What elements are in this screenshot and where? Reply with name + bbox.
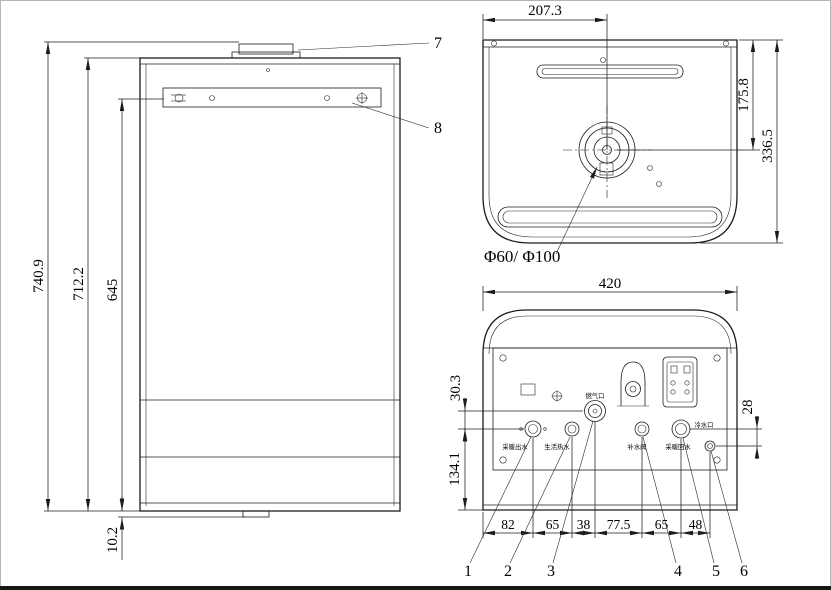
rear-screw: [647, 165, 653, 171]
bottom-view-dimensions: 420 30.3 134.1 28: [447, 276, 762, 538]
dim-flue-y: 175.8: [736, 78, 752, 112]
corner-screw: [723, 40, 729, 47]
dim-spacing-6: 48: [689, 517, 703, 532]
callout-1: 1: [464, 563, 472, 580]
leader-line-3: [552, 420, 594, 564]
leader-line-flue: [297, 42, 430, 51]
rating-label-plate: [520, 383, 536, 396]
callout-3: 3: [547, 563, 555, 580]
dim-spacing-1: 82: [501, 517, 515, 532]
leader-line-5: [682, 437, 715, 564]
bottom-view-callouts: 1 2 3 4 5 6: [464, 420, 748, 580]
callout-7: 7: [434, 35, 442, 52]
callout-4: 4: [674, 563, 682, 580]
terminal-block: [662, 356, 698, 408]
dim-bracket-height: 645: [105, 279, 121, 302]
dim-spacing-3: 38: [577, 517, 591, 532]
dhw-outlet-label: 生活热水: [544, 442, 570, 451]
callout-8: 8: [434, 120, 442, 137]
front-view-dimensions: 740.9 712.2 645 10.2: [31, 41, 245, 560]
front-handle-slot: [497, 206, 723, 228]
dim-cold-offset: 28: [740, 400, 756, 415]
dim-width: 420: [599, 276, 622, 292]
wall-bracket: [162, 87, 382, 108]
rear-hole: [600, 57, 606, 63]
panel-screw: [713, 354, 721, 362]
rear-vent-slot: [536, 64, 684, 79]
dim-flue-x: 207.3: [528, 3, 562, 19]
port-spacing-extension-lines: [482, 422, 711, 538]
leader-line-flue-diameter: [555, 166, 598, 255]
filling-valve-label: 补水阀: [628, 442, 647, 451]
leader-line-1: [469, 436, 532, 564]
front-view-callouts: 7 8: [297, 35, 442, 137]
callout-2: 2: [504, 563, 512, 580]
panel-seams: [140, 399, 400, 504]
dim-depth: 336.5: [760, 129, 776, 163]
heating-return-port: [671, 419, 691, 439]
front-view: [139, 43, 401, 518]
leader-line-4: [642, 436, 677, 564]
flue-diameter-label: Φ60/ Φ100: [484, 247, 560, 266]
pressure-gauge-dome: [617, 361, 649, 407]
heating-return-label: 采暖回水: [665, 442, 691, 451]
corner-screw: [491, 40, 497, 47]
front-view-outline: [139, 57, 401, 512]
panel-screw: [713, 456, 721, 464]
leader-line-2: [509, 436, 571, 564]
foot-tab: [242, 510, 270, 518]
top-view-dimensions: 207.3 175.8 336.5 Φ60/ Φ100: [482, 3, 783, 266]
heating-outlet-port: [519, 420, 547, 438]
connection-panel: [492, 347, 728, 471]
bottom-view: 燃气口: [482, 309, 738, 511]
gas-inlet-label: 燃气口: [586, 391, 605, 400]
dim-spacing-2: 65: [546, 517, 560, 532]
gas-inlet-port: [584, 400, 606, 422]
dim-foot-height: 10.2: [105, 527, 121, 553]
top-view: [482, 39, 738, 244]
dim-overall-height: 740.9: [31, 259, 47, 293]
dim-ports-depth: 134.1: [447, 452, 463, 486]
dhw-outlet-port: [564, 421, 580, 437]
leader-line-bracket: [351, 102, 430, 129]
cold-inlet-port: [704, 440, 716, 452]
heating-outlet-label: 采暖出水: [502, 442, 528, 451]
panel-screw: [499, 456, 507, 464]
dim-body-height: 712.2: [71, 267, 87, 301]
top-panel-hole: [266, 68, 270, 72]
rear-screw: [656, 181, 662, 187]
cold-inlet-label: 冷水口: [695, 420, 714, 429]
callout-6: 6: [740, 563, 748, 580]
filling-valve-port: [634, 421, 650, 437]
bottom-view-outline: [482, 309, 738, 511]
panel-screw: [499, 354, 507, 362]
flue-collar: [231, 43, 301, 59]
top-view-outline: [482, 39, 738, 244]
dim-spacing-4: 77.5: [607, 517, 631, 532]
dim-spacing-5: 65: [655, 517, 669, 532]
dim-gas-offset: 30.3: [448, 375, 464, 401]
flue-outlet: [563, 105, 652, 198]
callout-5: 5: [712, 563, 720, 580]
panel-screw-cross: [551, 390, 563, 402]
leader-line-6: [710, 450, 743, 564]
